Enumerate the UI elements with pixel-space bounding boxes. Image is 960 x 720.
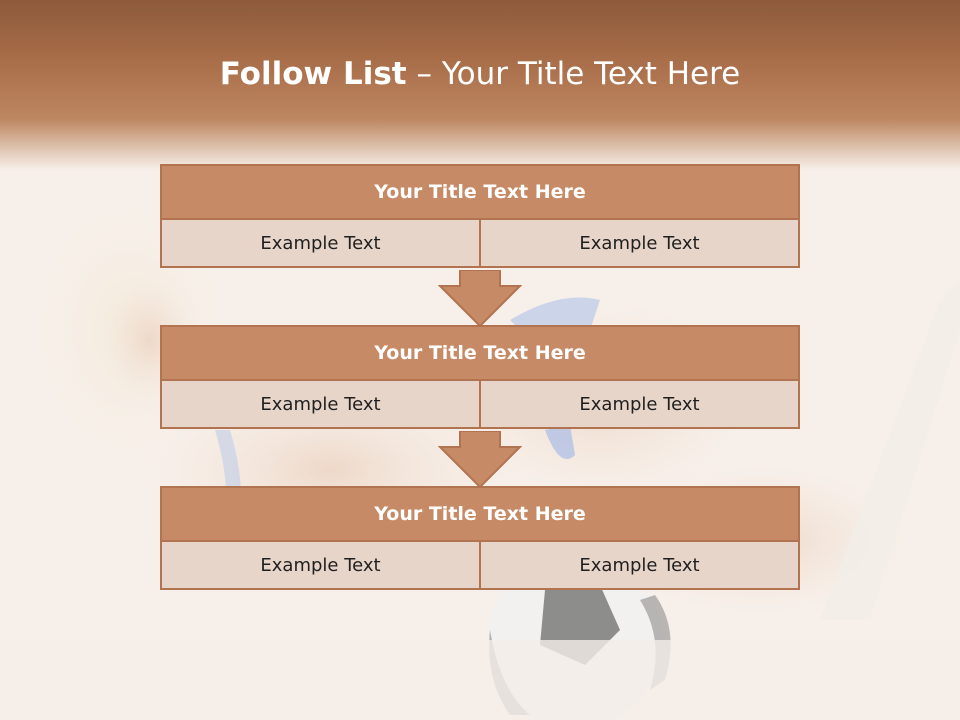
slide-header-band <box>0 0 960 170</box>
step-title-3: Your Title Text Here <box>160 486 800 542</box>
down-arrow-icon <box>438 270 522 328</box>
step-row-2: Example Text Example Text <box>160 381 800 429</box>
step-box-1: Your Title Text Here Example Text Exampl… <box>160 164 800 268</box>
step-3-left-cell: Example Text <box>160 542 481 590</box>
step-title-1: Your Title Text Here <box>160 164 800 220</box>
step-title-2: Your Title Text Here <box>160 325 800 381</box>
slide-title: Follow List – Your Title Text Here <box>0 56 960 92</box>
step-box-3: Your Title Text Here Example Text Exampl… <box>160 486 800 590</box>
step-3-right-cell: Example Text <box>481 542 800 590</box>
step-2-left-cell: Example Text <box>160 381 481 429</box>
step-row-1: Example Text Example Text <box>160 220 800 268</box>
step-row-3: Example Text Example Text <box>160 542 800 590</box>
step-box-2: Your Title Text Here Example Text Exampl… <box>160 325 800 429</box>
step-1-right-cell: Example Text <box>481 220 800 268</box>
down-arrow-icon <box>438 431 522 489</box>
step-1-left-cell: Example Text <box>160 220 481 268</box>
slide-title-bold: Follow List <box>219 56 407 92</box>
slide-title-rest: – Your Title Text Here <box>406 56 741 92</box>
step-2-right-cell: Example Text <box>481 381 800 429</box>
